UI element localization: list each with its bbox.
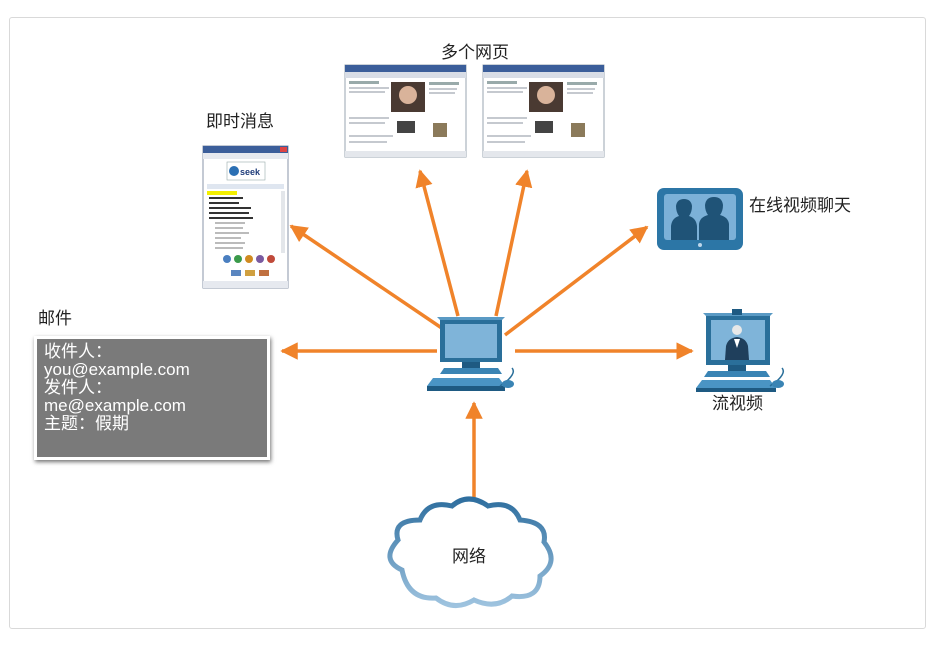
email-subject: 主题：假期: [44, 414, 129, 433]
arrow-to-im: [289, 224, 453, 337]
im-window-icon: seek: [202, 145, 289, 289]
diagram-frame: [9, 17, 926, 629]
cloud-icon: [387, 496, 554, 608]
web-pages-label: 多个网页: [441, 43, 509, 63]
video-chat-icon: [657, 188, 743, 250]
email-to-value: you@example.com: [44, 360, 190, 379]
arrow-to-video-chat: [503, 225, 649, 337]
email-to-label: 收件人：: [44, 342, 112, 361]
web-page-icon: [344, 64, 467, 158]
streaming-video-icon: [696, 309, 785, 392]
email-from-label: 发件人：: [44, 378, 112, 397]
network-label: 网络: [452, 547, 486, 567]
instant-message-label: 即时消息: [206, 112, 274, 132]
streaming-video-label: 流视频: [712, 394, 763, 414]
email-message-box: 收件人： you@example.com 发件人： me@example.com…: [34, 336, 270, 460]
email-from-value: me@example.com: [44, 396, 186, 415]
email-label: 邮件: [38, 309, 72, 329]
arrow-to-webpage-2: [494, 169, 533, 317]
computer-icon: [427, 317, 515, 391]
arrows: [280, 169, 694, 502]
im-brand: seek: [240, 167, 261, 177]
web-page-icon: [482, 64, 605, 158]
arrow-to-webpage-1: [415, 169, 460, 317]
video-chat-label: 在线视频聊天: [749, 196, 851, 216]
